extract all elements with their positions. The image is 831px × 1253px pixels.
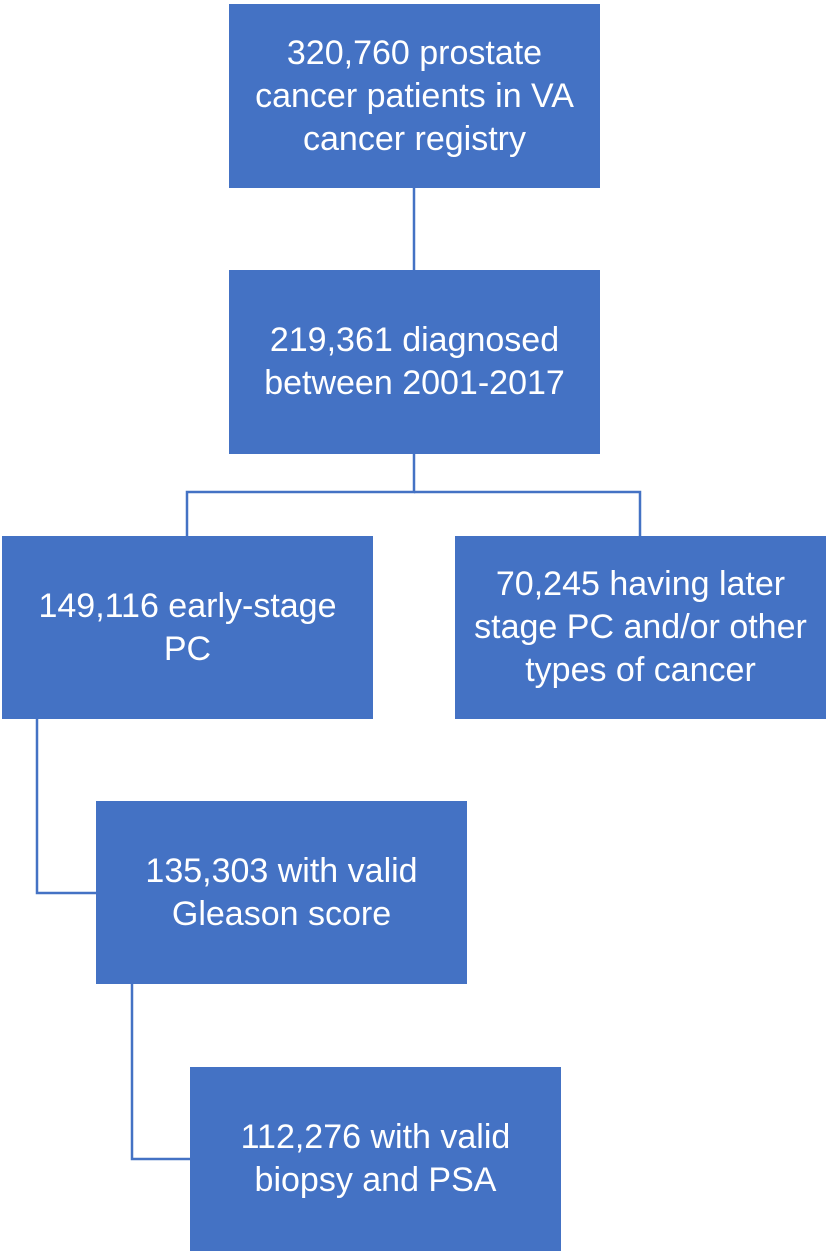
connector-gleason-to-biopsy-psa (130, 984, 190, 1161)
later-stage-box-text: 70,245 having later stage PC and/or othe… (474, 565, 807, 689)
early-stage-box-text: 149,116 early-stage PC (38, 586, 337, 668)
biopsy-psa-box: 112,276 with valid biopsy and PSA (190, 1067, 561, 1251)
connector-early-stage-to-gleason (35, 719, 96, 895)
early-stage-box: 149,116 early-stage PC (2, 536, 373, 719)
connector-diagnosed-to-branches (185, 454, 416, 536)
connector-diagnosed-to-later-stage (414, 490, 642, 536)
registry-box-text: 320,760 prostate cancer patients in VA c… (255, 33, 574, 158)
later-stage-box: 70,245 having later stage PC and/or othe… (455, 536, 826, 719)
registry-box: 320,760 prostate cancer patients in VA c… (229, 4, 600, 188)
diagnosed-box-text: 219,361 diagnosed between 2001-2017 (264, 321, 565, 402)
gleason-box-text: 135,303 with valid Gleason score (145, 851, 418, 933)
biopsy-psa-box-text: 112,276 with valid biopsy and PSA (240, 1118, 511, 1199)
diagnosed-box: 219,361 diagnosed between 2001-2017 (229, 270, 600, 454)
gleason-box: 135,303 with valid Gleason score (96, 801, 467, 984)
